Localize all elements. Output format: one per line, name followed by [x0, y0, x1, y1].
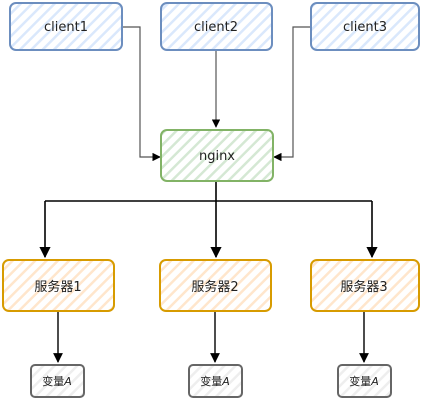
- variable-node-1-label: 变量A: [42, 374, 72, 388]
- server-node-1-label: 服务器1: [34, 279, 81, 295]
- client-node-2: client2: [160, 2, 273, 51]
- variable-node-1: 变量A: [30, 364, 85, 398]
- variable-edges: [53, 312, 369, 363]
- server-node-2-label: 服务器2: [191, 279, 238, 295]
- server-edges: [39, 182, 378, 259]
- nginx-node-label: nginx: [199, 149, 235, 164]
- variable-node-3: 变量A: [337, 364, 392, 398]
- nginx-node: nginx: [160, 129, 274, 182]
- client-node-2-label: client2: [194, 20, 238, 35]
- server-node-3: 服务器3: [310, 259, 420, 312]
- server-node-1: 服务器1: [2, 259, 115, 312]
- client-node-1: client1: [9, 2, 123, 51]
- client-node-3: client3: [310, 2, 420, 51]
- client-node-3-label: client3: [343, 20, 387, 35]
- variable-node-2: 变量A: [188, 364, 243, 398]
- client-edges: [123, 26, 310, 162]
- edge-client3-to-nginx: [273, 26, 310, 162]
- client-node-1-label: client1: [44, 20, 88, 35]
- server-node-2: 服务器2: [159, 259, 272, 312]
- variable-node-2-label: 变量A: [200, 374, 230, 388]
- edge-client1-to-nginx: [123, 26, 161, 162]
- server-node-3-label: 服务器3: [340, 279, 387, 295]
- variable-node-3-label: 变量A: [349, 374, 379, 388]
